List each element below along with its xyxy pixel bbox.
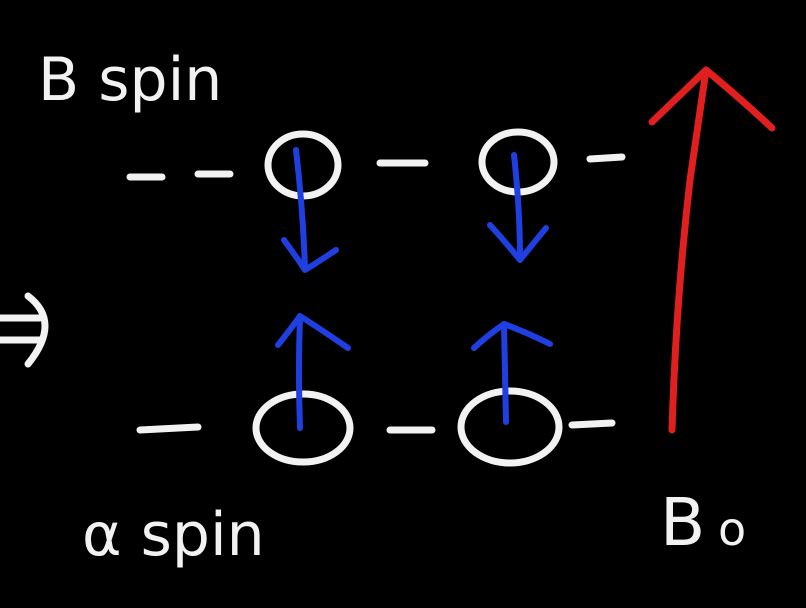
beta-energy-level (126, 128, 626, 200)
alpha-energy-level (136, 387, 616, 467)
alpha-spin-label: α spin (82, 500, 265, 570)
magnetic-field-arrow (648, 66, 776, 434)
right-arrow-icon (0, 292, 49, 368)
field-label: B (660, 484, 705, 561)
field-subscript: o (718, 502, 746, 556)
spin-down-arrow (281, 147, 339, 273)
spin-down-arrow (487, 152, 549, 263)
spin-up-arrow (471, 321, 553, 425)
spin-up-arrow (275, 313, 351, 431)
orbital-circle (264, 130, 342, 200)
beta-spin-label: B spin (38, 45, 222, 115)
orbital-circle (457, 387, 563, 467)
orbital-circle (252, 390, 354, 466)
